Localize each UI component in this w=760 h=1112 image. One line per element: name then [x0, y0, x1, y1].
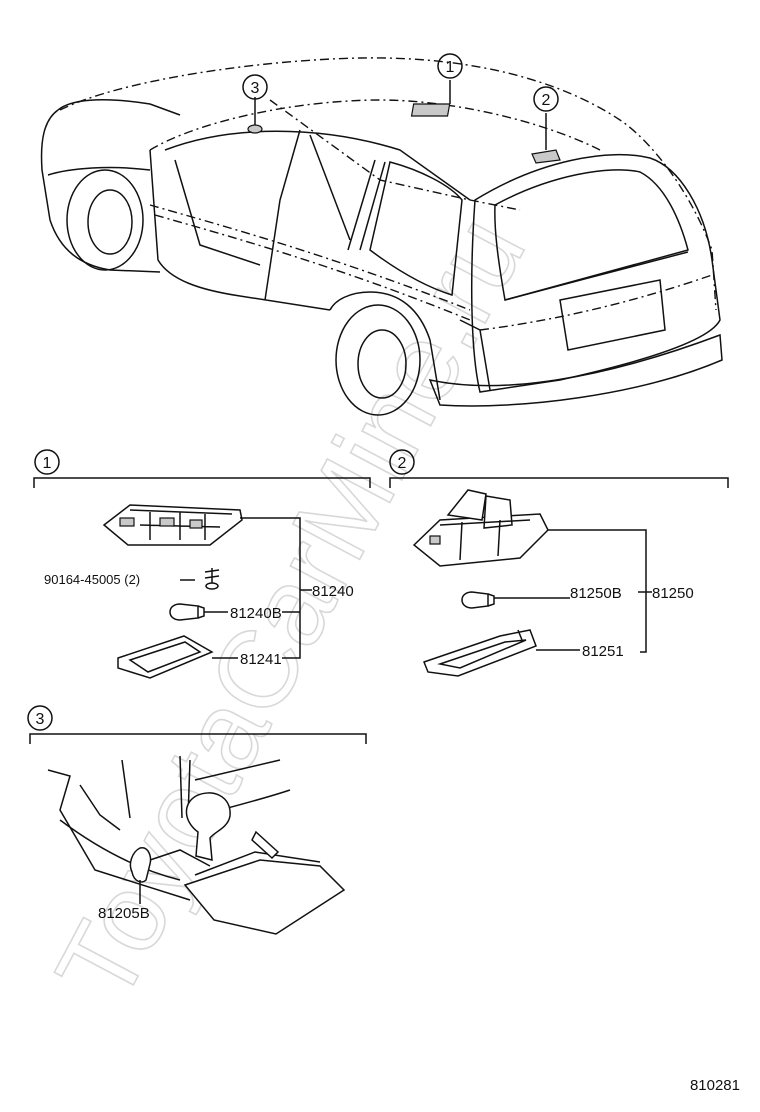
- bulb-81240b: [169, 603, 199, 621]
- section-3-number: 3: [36, 711, 45, 728]
- callout-circle-2: [533, 86, 559, 112]
- section-1-number: 1: [43, 455, 52, 472]
- section-3: 3 81205B: [27, 705, 367, 935]
- section-2-bracket: [389, 477, 729, 488]
- console-box: [183, 859, 346, 935]
- bulb-81205b: [129, 847, 152, 883]
- part-number-81250b: 81250B: [570, 585, 622, 602]
- section-1: 1 90164-45005 (2) 81240 81240B 81241: [33, 449, 371, 679]
- location-3-marker: [247, 124, 263, 134]
- section-1-bracket: [33, 477, 371, 488]
- part-number-81205b: 81205B: [98, 905, 150, 922]
- callout-label-3: 3: [251, 80, 260, 97]
- part-number-81251: 81251: [582, 643, 624, 660]
- location-2-marker: [531, 149, 561, 164]
- section-2-number: 2: [398, 455, 407, 472]
- section-3-bracket: [29, 733, 367, 744]
- callout-circle-1: [437, 53, 463, 79]
- section-2: 2 81250B 81250 81251: [389, 449, 729, 677]
- part-number-81240b: 81240B: [230, 605, 282, 622]
- callout-label-2: 2: [542, 92, 551, 109]
- callout-label-1: 1: [446, 59, 455, 76]
- part-number-81250: 81250: [652, 585, 694, 602]
- lens-cover-81251: [423, 629, 537, 677]
- callout-circle-3: [242, 74, 268, 100]
- location-1-marker: [410, 103, 451, 117]
- part-number-81240: 81240: [312, 583, 354, 600]
- part-number-screw: 90164-45005 (2): [44, 572, 140, 587]
- bulb-81250b: [461, 591, 489, 609]
- shift-knob: [185, 792, 231, 861]
- diagram-id: 810281: [690, 1077, 740, 1094]
- car-illustration: 1 2 3: [40, 53, 723, 416]
- part-number-81241: 81241: [240, 651, 282, 668]
